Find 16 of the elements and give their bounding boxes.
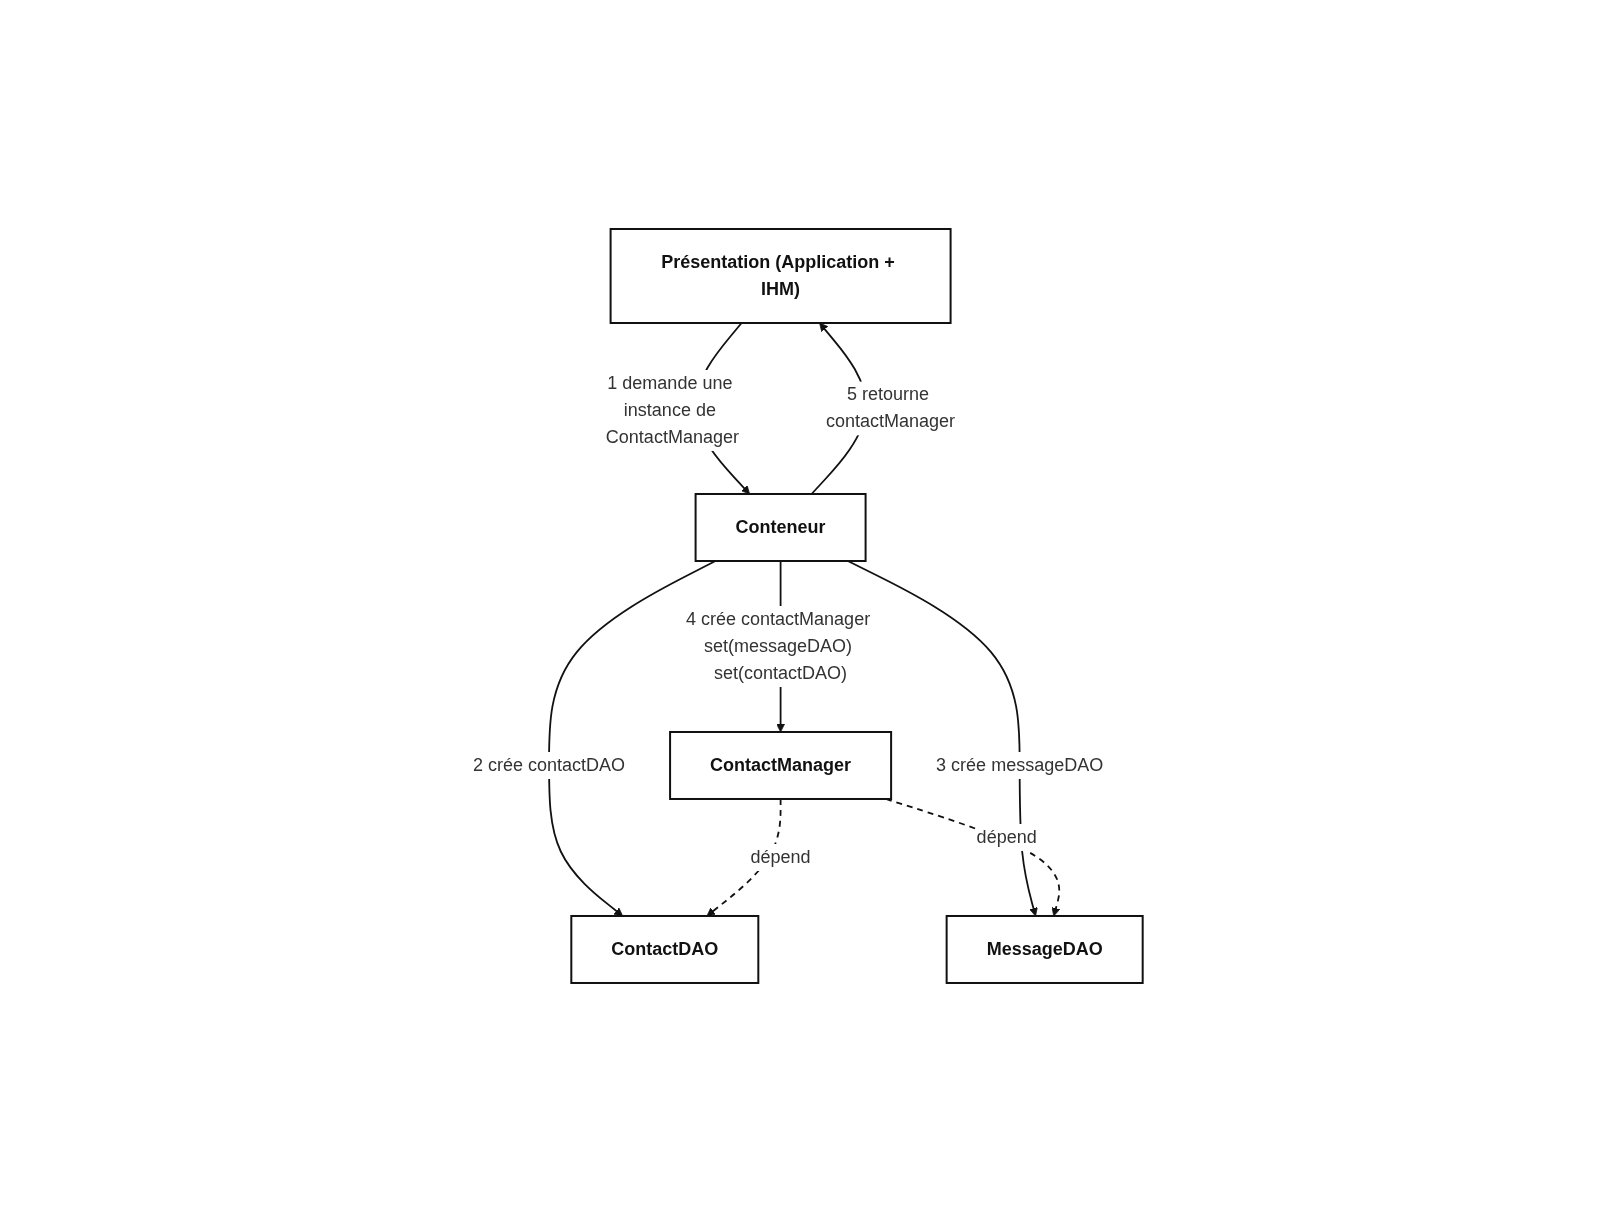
arrow bbox=[847, 559, 1038, 916]
node-box: MessageDAO bbox=[945, 914, 1144, 984]
node-box: ContactDAO bbox=[570, 914, 760, 984]
edge-label: dépend bbox=[976, 826, 1037, 847]
arrow bbox=[548, 559, 717, 916]
node-box: Conteneur bbox=[694, 492, 867, 562]
node-box: Présentation (Application + IHM) bbox=[609, 227, 952, 324]
edge-label: 3 crée messageDAO bbox=[936, 754, 1104, 775]
arrow bbox=[706, 797, 782, 916]
arrow bbox=[885, 797, 1061, 916]
edge-label: dépend bbox=[750, 846, 811, 867]
edge-label: 5 retourne contactManager bbox=[826, 384, 956, 431]
edge-label: 2 crée contactDAO bbox=[473, 754, 626, 775]
edge-label: 1 demande une instance de ContactManager bbox=[606, 372, 740, 447]
node-box: ContactManager bbox=[669, 730, 893, 800]
edge-label: 4 crée contactManager set(messageDAO) set(contactDAO) bbox=[686, 608, 871, 683]
